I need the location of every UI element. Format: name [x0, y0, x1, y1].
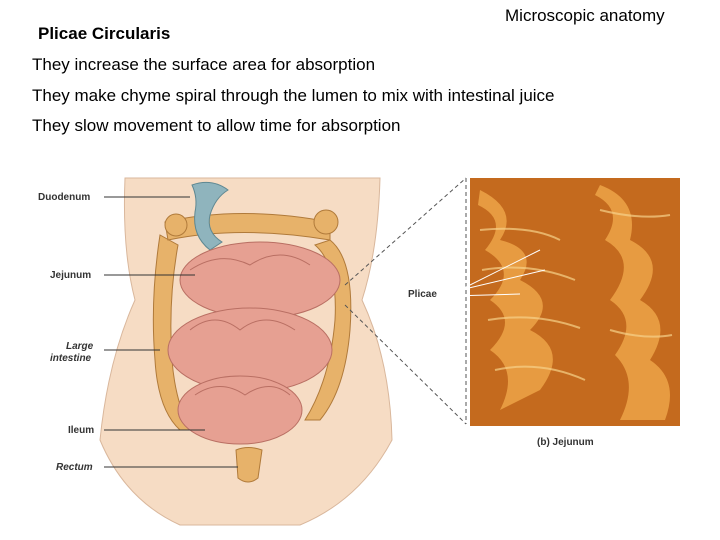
small-intestine-image — [167, 241, 341, 445]
plicae-label: Plicae — [408, 289, 437, 300]
duodenum-label: Duodenum — [38, 192, 90, 203]
intestine-figure: Duodenum Jejunum Large intestine Ileum R… — [38, 177, 680, 526]
ileum-label: Ileum — [68, 425, 94, 436]
large-intestine-label: intestine — [50, 353, 92, 364]
bullet-text: They increase the surface area for absor… — [32, 55, 376, 74]
duodenum-image — [191, 181, 229, 251]
rectum-label: Rectum — [56, 462, 93, 473]
large-intestine-label: Large — [66, 341, 94, 352]
bullet-text: They make chyme spiral through the lumen… — [32, 86, 555, 105]
slide-heading: Plicae Circularis — [38, 24, 171, 43]
bullet-text: They slow movement to allow time for abs… — [32, 116, 401, 135]
slide-title: Microscopic anatomy — [505, 6, 665, 25]
jejunum-label: Jejunum — [50, 270, 91, 281]
rectum-image — [235, 447, 263, 483]
plicae-folds — [478, 185, 670, 420]
figure-caption: (b) Jejunum — [537, 437, 594, 448]
